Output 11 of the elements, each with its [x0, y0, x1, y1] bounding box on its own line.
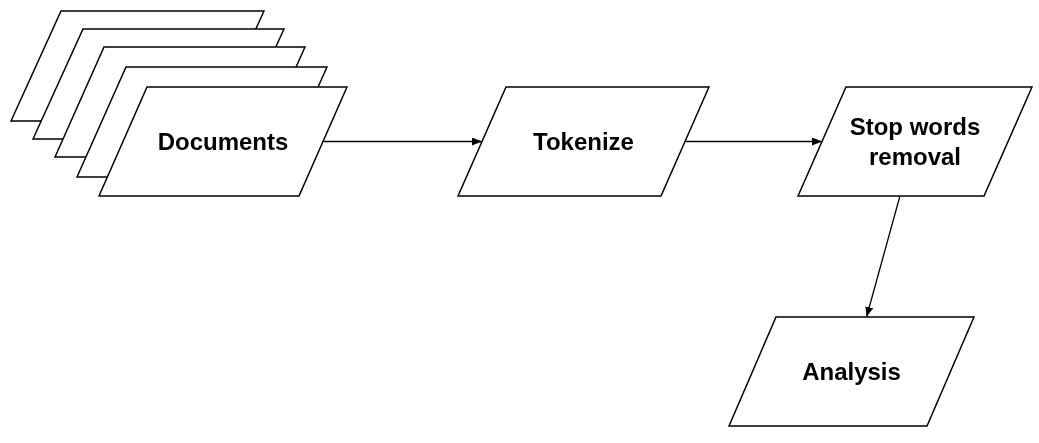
process-parallelogram — [98, 86, 348, 197]
process-parallelogram — [797, 86, 1033, 197]
node-label: Documents — [156, 126, 290, 157]
node-label: Analysis — [801, 356, 902, 387]
node-label: Stop words removal — [848, 111, 982, 172]
process-parallelogram — [728, 316, 975, 427]
node-label: Tokenize — [532, 126, 635, 157]
process-parallelogram — [457, 86, 710, 197]
arrow — [685, 137, 822, 146]
arrow — [323, 137, 482, 146]
arrow — [865, 196, 901, 317]
